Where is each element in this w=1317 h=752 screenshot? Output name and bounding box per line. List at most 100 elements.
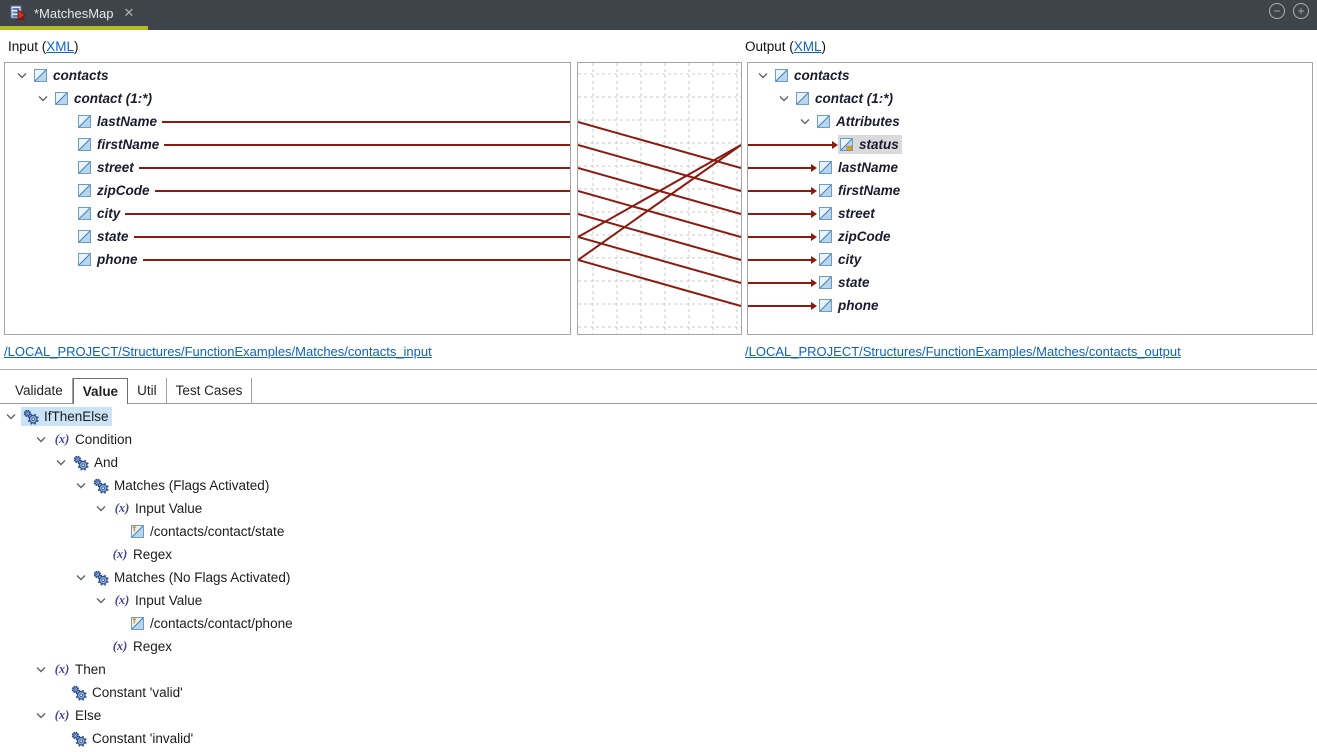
- chevron-down-icon[interactable]: [798, 118, 811, 125]
- output-tree-row-lastname[interactable]: lastName: [748, 156, 1312, 179]
- connection-arrow-line[interactable]: [748, 212, 811, 215]
- connection-arrow-line[interactable]: [748, 189, 811, 192]
- connection-line-stub[interactable]: [125, 212, 570, 215]
- chevron-down-icon[interactable]: [94, 505, 107, 512]
- input-tree-row-contacts[interactable]: contacts: [5, 64, 570, 87]
- document-tab-matchesmap[interactable]: *MatchesMap ✕: [0, 0, 144, 26]
- input-tree-row-state[interactable]: state: [5, 225, 570, 248]
- function-tree-row--contacts-contact-state[interactable]: /contacts/contact/state: [0, 520, 1317, 543]
- function-tree-row-regex[interactable]: (x)Regex: [0, 543, 1317, 566]
- input-pane-header: Input (XML): [8, 39, 79, 54]
- output-tree-row-status[interactable]: status: [748, 133, 1312, 156]
- connection-arrow-line[interactable]: [748, 143, 832, 146]
- tree-item-label: Attributes: [836, 114, 900, 129]
- chevron-down-icon[interactable]: [777, 95, 790, 102]
- input-tree-row-street[interactable]: street: [5, 156, 570, 179]
- input-tree-row-firstname[interactable]: firstName: [5, 133, 570, 156]
- chevron-down-icon[interactable]: [34, 666, 47, 673]
- connection-arrow-line[interactable]: [748, 258, 811, 261]
- function-tree-row-matches-no-flags-activated-[interactable]: Matches (No Flags Activated): [0, 566, 1317, 589]
- function-tree-row-then[interactable]: (x)Then: [0, 658, 1317, 681]
- chevron-down-icon[interactable]: [54, 459, 67, 466]
- chevron-down-icon[interactable]: [15, 72, 28, 79]
- connection-arrow-line[interactable]: [748, 235, 811, 238]
- connection-arrow-line[interactable]: [748, 304, 811, 307]
- output-tree-row-phone[interactable]: phone: [748, 294, 1312, 317]
- connection-line-stub[interactable]: [154, 189, 570, 192]
- function-tree-row-and[interactable]: And: [0, 451, 1317, 474]
- function-tree-row-ifthenelse[interactable]: IfThenElse: [0, 405, 1317, 428]
- chevron-down-icon[interactable]: [756, 72, 769, 79]
- connection-arrow-line[interactable]: [748, 281, 811, 284]
- chevron-down-icon[interactable]: [74, 574, 87, 581]
- function-tree-row-input-value[interactable]: (x)Input Value: [0, 589, 1317, 612]
- tab-util[interactable]: Util: [128, 378, 167, 403]
- chevron-down-icon[interactable]: [94, 597, 107, 604]
- input-tree-row-phone[interactable]: phone: [5, 248, 570, 271]
- input-structure-path-link[interactable]: /LOCAL_PROJECT/Structures/FunctionExampl…: [4, 344, 432, 359]
- selected-node-highlight[interactable]: status: [838, 135, 902, 154]
- connection-arrow-line[interactable]: [748, 166, 811, 169]
- bottom-panel-separator: [0, 369, 1317, 370]
- connection-line-stub[interactable]: [164, 143, 570, 146]
- tab-validate[interactable]: Validate: [6, 378, 73, 403]
- function-gears-icon: [71, 685, 87, 701]
- tree-item-label: street: [838, 206, 875, 221]
- parameter-fx-icon: (x): [54, 432, 70, 446]
- function-tree-row-input-value[interactable]: (x)Input Value: [0, 497, 1317, 520]
- input-tree-row-city[interactable]: city: [5, 202, 570, 225]
- output-tree-row-attributes[interactable]: Attributes: [748, 110, 1312, 133]
- function-tree-row-constant-invalid-[interactable]: Constant 'invalid': [0, 727, 1317, 750]
- output-tree-row-state[interactable]: state: [748, 271, 1312, 294]
- tree-item-label: city: [838, 252, 862, 267]
- tree-item-label: Condition: [75, 432, 133, 447]
- connection-line-stub[interactable]: [133, 235, 570, 238]
- mapped-input-node-icon: [131, 525, 144, 538]
- selected-function-highlight[interactable]: IfThenElse: [21, 407, 112, 426]
- function-tree-row-else[interactable]: (x)Else: [0, 704, 1317, 727]
- input-xml-link[interactable]: XML: [46, 39, 75, 54]
- zoom-in-icon[interactable]: +: [1293, 3, 1309, 19]
- output-tree-row-contact-1-[interactable]: contact (1:*): [748, 87, 1312, 110]
- document-tab-title: *MatchesMap: [34, 5, 114, 21]
- output-tree-row-city[interactable]: city: [748, 248, 1312, 271]
- mapped-input-node-icon: [131, 617, 144, 630]
- output-pane-header: Output (XML): [745, 39, 827, 54]
- output-tree-row-zipcode[interactable]: zipCode: [748, 225, 1312, 248]
- tree-item-label: contacts: [53, 68, 109, 83]
- function-tree-row-constant-valid-[interactable]: Constant 'valid': [0, 681, 1317, 704]
- connection-line-stub[interactable]: [162, 120, 570, 123]
- chevron-down-icon[interactable]: [36, 95, 49, 102]
- chevron-down-icon[interactable]: [34, 712, 47, 719]
- xml-element-icon: [819, 161, 832, 174]
- mapping-connection-lines[interactable]: [578, 63, 741, 334]
- tab-test-cases[interactable]: Test Cases: [167, 378, 253, 403]
- zoom-out-icon[interactable]: −: [1269, 3, 1285, 19]
- tree-item-label: Else: [75, 708, 102, 723]
- tab-value[interactable]: Value: [72, 378, 129, 404]
- function-tree-row-condition[interactable]: (x) Condition: [0, 428, 1317, 451]
- input-tree-row-lastname[interactable]: lastName: [5, 110, 570, 133]
- output-xml-link[interactable]: XML: [793, 39, 822, 54]
- input-tree-row-zipcode[interactable]: zipCode: [5, 179, 570, 202]
- output-tree-row-firstname[interactable]: firstName: [748, 179, 1312, 202]
- output-tree-row-contacts[interactable]: contacts: [748, 64, 1312, 87]
- input-tree-row-contact-1-[interactable]: contact (1:*): [5, 87, 570, 110]
- chevron-down-icon[interactable]: [34, 436, 47, 443]
- connection-line-stub[interactable]: [138, 166, 570, 169]
- function-tree-row-regex[interactable]: (x)Regex: [0, 635, 1317, 658]
- output-tree-row-street[interactable]: street: [748, 202, 1312, 225]
- close-tab-icon[interactable]: ✕: [123, 5, 135, 20]
- output-structure-path-link[interactable]: /LOCAL_PROJECT/Structures/FunctionExampl…: [745, 344, 1181, 359]
- connection-arrow-head: [811, 278, 817, 287]
- function-tree-row-matches-flags-activated-[interactable]: Matches (Flags Activated): [0, 474, 1317, 497]
- attribute-node-icon: [840, 138, 853, 151]
- function-tree-row--contacts-contact-phone[interactable]: /contacts/contact/phone: [0, 612, 1317, 635]
- chevron-down-icon[interactable]: [4, 413, 17, 420]
- connection-arrow-head: [811, 301, 817, 310]
- chevron-down-icon[interactable]: [74, 482, 87, 489]
- connection-line-stub[interactable]: [142, 258, 570, 261]
- tree-item-label: And: [94, 455, 119, 470]
- xml-element-icon: [817, 115, 830, 128]
